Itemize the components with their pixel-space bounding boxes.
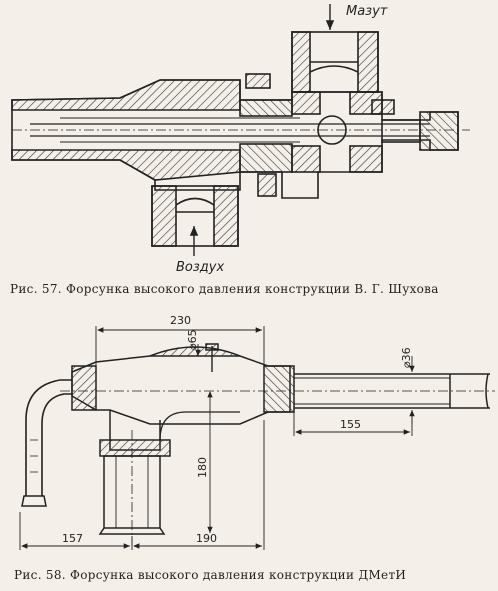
body-upper-hatch bbox=[11, 79, 241, 111]
dim-text-155: 155 bbox=[340, 418, 361, 431]
dim-text-230: 230 bbox=[170, 314, 191, 327]
fuel-fitting-left-wall bbox=[291, 31, 311, 93]
dim-text-65: ⌀65 bbox=[186, 329, 199, 350]
fuel-label: Мазут bbox=[346, 4, 388, 19]
dim-text-36: ⌀36 bbox=[400, 347, 413, 368]
air-pipe-flange bbox=[99, 439, 171, 457]
bent-inlet-pipe bbox=[25, 379, 72, 496]
fuel-fitting-right-wall bbox=[357, 31, 379, 93]
nozzle58-body bbox=[71, 355, 291, 425]
air-label: Воздух bbox=[176, 260, 224, 275]
dim-text-190: 190 bbox=[196, 532, 217, 545]
air-fitting-right-wall bbox=[213, 185, 239, 247]
air-fitting-left-wall bbox=[151, 185, 177, 247]
dim-text-180: 180 bbox=[196, 457, 209, 478]
dim-text-157: 157 bbox=[62, 532, 83, 545]
figure-57-caption: Рис. 57. Форсунка высокого давления конс… bbox=[10, 282, 439, 296]
figure-57-drawing bbox=[11, 4, 470, 256]
figure-58-drawing bbox=[19, 326, 495, 550]
figure-58-caption: Рис. 58. Форсунка высокого давления конс… bbox=[14, 568, 407, 582]
body-lower-hatch bbox=[11, 149, 241, 181]
valve-ball bbox=[317, 115, 347, 145]
spindle-handle bbox=[419, 111, 459, 151]
